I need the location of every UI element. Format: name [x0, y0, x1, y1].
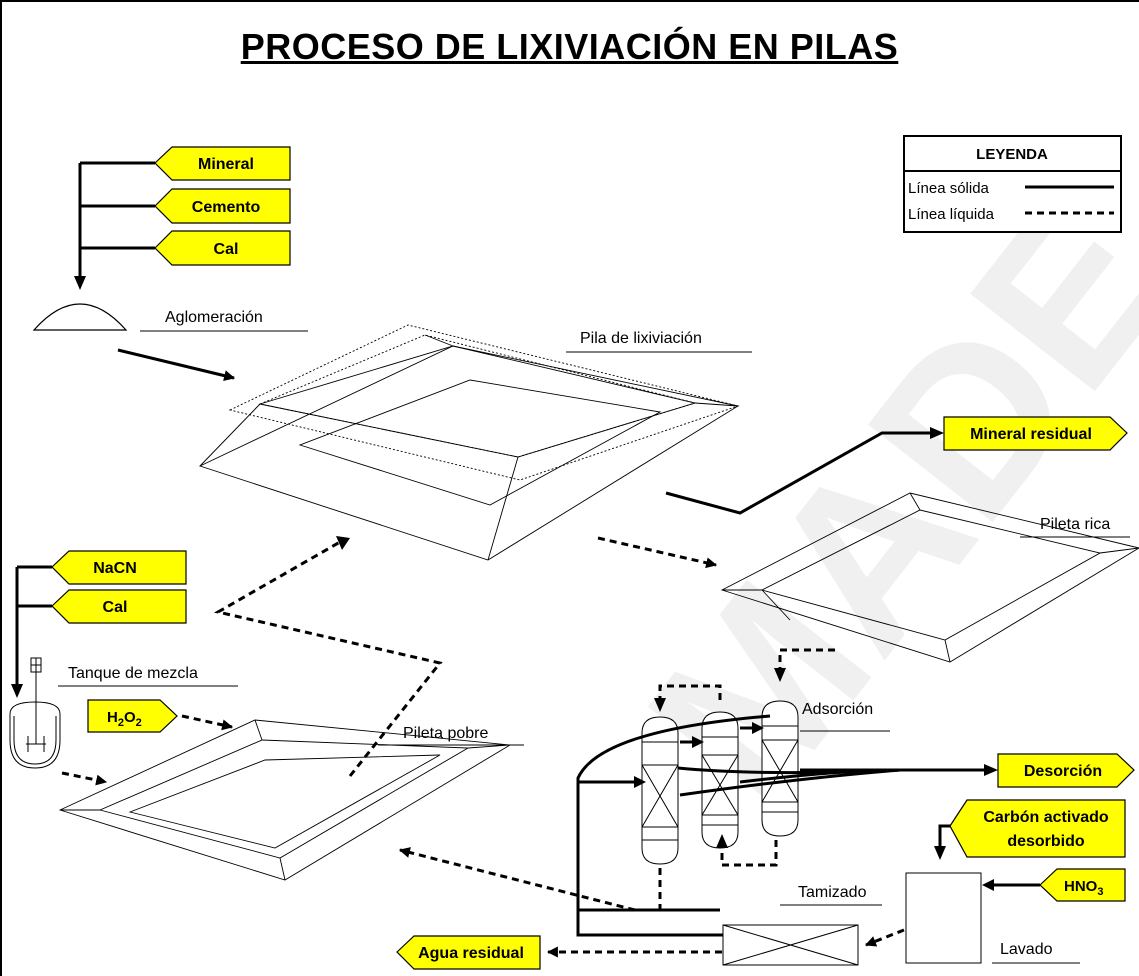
lavado-label: Lavado — [1000, 941, 1053, 958]
tamizado-screen — [722, 924, 859, 966]
tag-mineral: Mineral — [154, 146, 291, 181]
loop-down-arrowhead — [654, 698, 666, 712]
mineral-residual-line — [665, 431, 940, 515]
tag-cemento: Cemento — [154, 188, 291, 224]
legend-title: LEYENDA — [976, 146, 1048, 163]
tamizado-label: Tamizado — [798, 884, 867, 901]
tanque-label: Tanque de mezcla — [68, 665, 198, 682]
lavado-to-tamizado-flow — [864, 928, 905, 947]
legend-liquid-label: Línea líquida — [908, 206, 995, 223]
pila-lixiviacion — [198, 324, 740, 561]
reagent-feed-lines — [15, 565, 52, 686]
tanque-to-pileta-pobre-flow — [61, 771, 108, 786]
svg-text:Agua residual: Agua residual — [418, 945, 524, 962]
tag-cal-1: Cal — [154, 230, 291, 266]
svg-text:Cal: Cal — [103, 599, 128, 616]
recirculation-arrowhead — [336, 536, 350, 550]
adsorcion-in-arrowhead — [634, 776, 646, 788]
pileta-rica-to-adsorcion-arrowhead — [774, 668, 786, 682]
svg-text:Cal: Cal — [214, 241, 239, 258]
adsorcion-12-arrowhead — [692, 736, 704, 748]
svg-text:H2O2: H2O2 — [107, 709, 142, 729]
aglomeracion-to-pila-arrow — [117, 348, 236, 382]
pileta-rica-label: Pileta rica — [1040, 516, 1110, 533]
svg-text:desorbido: desorbido — [1007, 833, 1085, 850]
legend-solid-label: Línea sólida — [908, 180, 990, 197]
lavado-tank — [905, 872, 982, 964]
h2o2-flow — [181, 714, 234, 731]
adsorcion-columns — [641, 700, 799, 865]
svg-text:Carbón activado: Carbón activado — [983, 809, 1109, 826]
tamizado-up-arrowhead — [716, 834, 728, 848]
diagram-title: PROCESO DE LIXIVIACIÓN EN PILAS — [240, 26, 899, 67]
svg-text:Mineral: Mineral — [198, 156, 254, 173]
tag-desorcion: Desorción — [997, 753, 1135, 788]
adsorcion-label: Adsorción — [802, 701, 873, 718]
svg-text:Mineral residual: Mineral residual — [970, 426, 1092, 443]
tag-hno3: HNO3 — [1039, 868, 1126, 902]
tag-carbon-activado: Carbón activado desorbido — [949, 799, 1126, 858]
recirculation-flow — [213, 540, 443, 777]
carbon-solid-lines — [576, 714, 990, 912]
reagent-down-arrow — [11, 684, 23, 698]
desorcion-arrowhead — [984, 764, 998, 776]
feed-down-arrow — [74, 276, 86, 290]
aglomeracion-label: Aglomeración — [165, 309, 263, 326]
adsorcion-to-pileta-pobre-flow — [398, 847, 636, 912]
solid-feed-lines — [78, 161, 155, 278]
carbon-feed-arrowhead — [934, 846, 946, 860]
tag-agua-residual: Agua residual — [396, 935, 541, 970]
svg-text:HNO3: HNO3 — [1064, 878, 1103, 898]
tag-cal-2: Cal — [51, 589, 187, 624]
pila-to-pileta-rica-flow — [597, 536, 718, 569]
tag-nacn: NaCN — [51, 550, 187, 585]
adsorcion-liquid-flows — [617, 648, 835, 912]
legend: LEYENDA Línea sólida Línea líquida — [903, 135, 1122, 233]
aglomeracion-dome — [32, 303, 128, 331]
svg-text:Desorción: Desorción — [1024, 763, 1102, 780]
pila-label: Pila de lixiviación — [580, 330, 702, 347]
tag-mineral-residual: Mineral residual — [943, 416, 1128, 451]
tanque-mezcla — [9, 657, 61, 769]
adsorcion-23-arrowhead — [752, 722, 764, 734]
tag-h2o2: H2O2 — [87, 699, 178, 733]
svg-text:Cemento: Cemento — [192, 199, 261, 216]
pileta-pobre-label: Pileta pobre — [403, 725, 488, 742]
tamizado-solid-return — [576, 900, 723, 937]
mineral-residual-arrowhead — [930, 427, 944, 439]
svg-text:NaCN: NaCN — [93, 560, 137, 577]
pileta-pobre — [58, 719, 512, 881]
hno3-arrowhead — [982, 879, 994, 891]
pileta-rica — [720, 492, 1139, 663]
